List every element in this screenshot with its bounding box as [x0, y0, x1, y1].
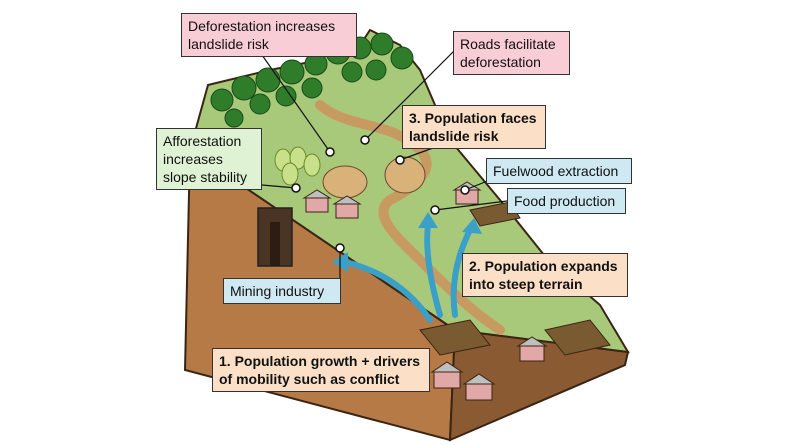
leader-dots — [291, 135, 470, 253]
roads-label: Roads facilitate deforestation — [453, 31, 570, 75]
mining-label: Mining industry — [223, 278, 341, 304]
deforestation-label: Deforestation increases landslide risk — [181, 13, 357, 57]
expands-label: 2. Population expands into steep terrain — [462, 253, 628, 297]
landslide-scar-2 — [384, 156, 426, 194]
fields — [419, 201, 611, 356]
afforestation-label: Afforestation increases slope stability — [156, 128, 262, 190]
fuelwood-label: Fuelwood extraction — [486, 158, 632, 184]
growth-label: 1. Population growth + drivers of mobili… — [212, 348, 430, 392]
mine-shaft — [270, 222, 280, 266]
road — [315, 100, 505, 335]
forest — [210, 32, 414, 128]
food-label: Food production — [507, 188, 626, 214]
population-risk-label: 3. Population faces landslide risk — [402, 105, 546, 149]
migration-arrows — [342, 222, 473, 323]
houses — [302, 181, 548, 401]
afforestation-trees — [274, 146, 321, 186]
landslide-scar-1 — [322, 165, 368, 199]
